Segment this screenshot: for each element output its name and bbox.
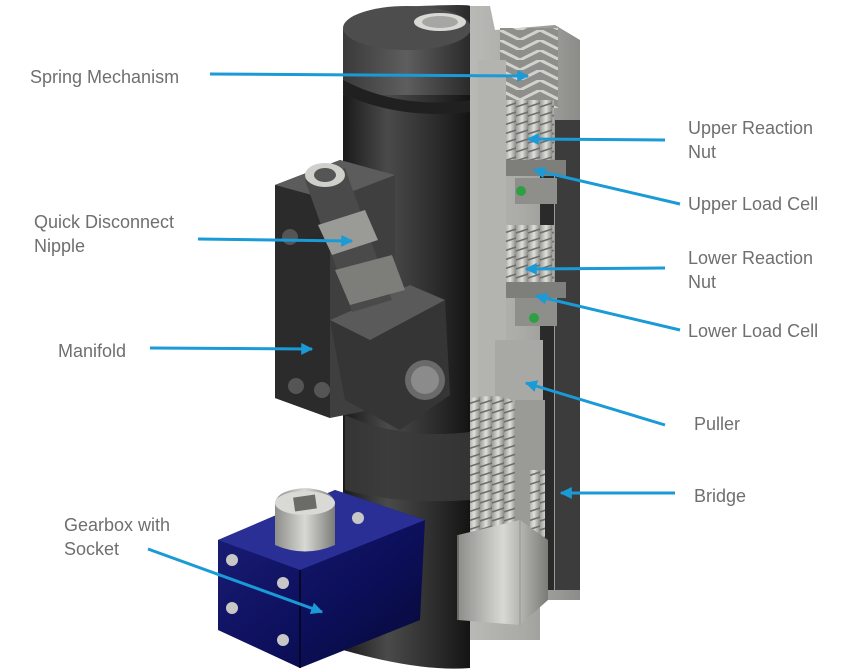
leader-lower-reaction-nut [524,262,666,275]
label-lower-reaction-nut: Lower Reaction Nut [688,248,814,292]
label-upper-load-cell: Upper Load Cell [688,194,819,214]
label-spring-mechanism: Spring Mechanism [30,67,180,87]
leader-lower-load-cell [534,292,681,332]
leader-puller [524,380,666,427]
label-bridge: Bridge [694,486,747,506]
hex-nut [457,520,548,625]
label-gearbox-with-socket: Gearbox with Socket [64,515,171,559]
threaded-stud [470,396,515,540]
leader-spring-mechanism [209,69,530,82]
upper-load-cell-seal [516,186,526,196]
label-upper-reaction-nut: Upper Reaction Nut [688,118,814,162]
label-quick-disconnect-nipple: Quick Disconnect Nipple [34,212,175,256]
leader-upper-reaction-nut [526,133,666,146]
leader-manifold [149,342,314,355]
upper-reaction-nut-thread [506,100,554,170]
leader-quick-disconnect-nipple [197,234,354,247]
label-manifold: Manifold [58,341,127,361]
lower-reaction-nut-thread [506,225,554,290]
gearbox [218,488,425,668]
lower-load-cell-seal [529,313,539,323]
cutaway-section [470,6,580,640]
leader-upper-load-cell [532,166,681,206]
leader-lines [147,69,681,614]
label-puller: Puller [694,414,741,434]
spring-coils [500,28,558,108]
leader-gearbox-with-socket [147,547,324,614]
label-lower-load-cell: Lower Load Cell [688,321,819,341]
